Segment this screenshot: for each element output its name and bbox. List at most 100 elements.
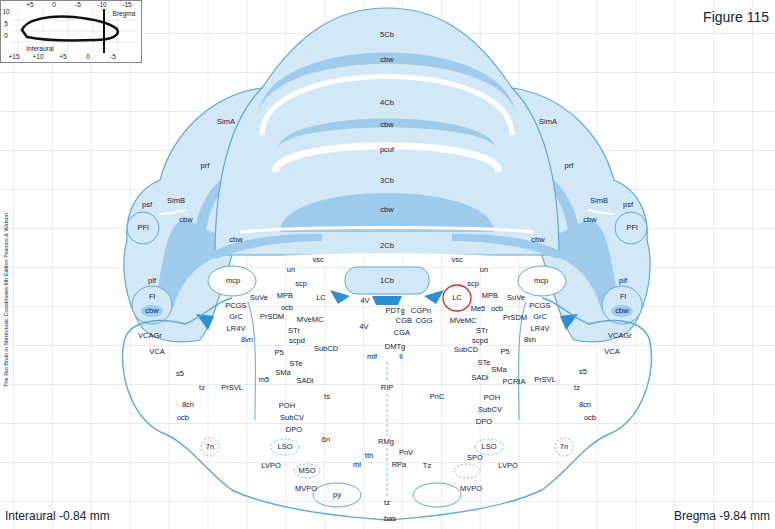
region-label: tz <box>574 384 580 392</box>
region-label: VCAGr <box>608 332 632 340</box>
region-label: cbw <box>145 307 158 315</box>
region-label: vsc <box>451 256 462 264</box>
inset-axis-label: 10 <box>2 9 9 16</box>
region-label: ocb <box>177 414 189 422</box>
region-label: CGG <box>415 317 432 325</box>
inset-axis-label: -15 <box>122 2 131 9</box>
region-label: GrC <box>229 313 243 321</box>
region-label: tz <box>199 384 205 392</box>
region-label: LSO <box>481 443 496 451</box>
highlight-circle: LC <box>442 284 472 312</box>
region-label: MVeMC <box>450 317 477 325</box>
region-label: psf <box>142 201 152 209</box>
region-label: scp <box>295 280 307 288</box>
region-label: 8cn <box>579 401 591 409</box>
region-label: cbw <box>531 236 544 244</box>
region-label: 8vn <box>241 336 253 344</box>
region-label: Me5 <box>471 305 486 313</box>
region-label: 7n <box>206 443 214 451</box>
region-label: CGA <box>394 329 410 337</box>
region-label: STr <box>476 327 488 335</box>
inset-axis-label: -5 <box>75 2 81 9</box>
inset-axis-label: +15 <box>8 54 19 61</box>
cerebellar-hemispheres <box>124 88 650 342</box>
region-label: Tz <box>423 462 431 470</box>
region-label: 3Cb <box>380 177 394 185</box>
region-label: SubCD <box>454 346 478 354</box>
region-label: MVPO <box>295 485 317 493</box>
inset-axis-label: 0 <box>4 33 8 40</box>
region-label: ocb <box>584 414 596 422</box>
watermark: The Rat Brain in Stereotaxic Coordinates… <box>4 213 10 387</box>
region-label: PFl <box>137 224 148 232</box>
inset-axis-label: Interaural <box>26 46 53 53</box>
vermis <box>212 8 562 294</box>
region-label: 2Cb <box>380 242 394 250</box>
region-label: DMTg <box>385 343 405 351</box>
region-label: SimB <box>590 197 608 205</box>
region-label: LVPO <box>261 462 280 470</box>
region-label: SubCV <box>478 406 502 414</box>
region-label: bas <box>384 515 396 523</box>
region-label: py <box>333 491 341 499</box>
region-label: MPB <box>482 292 498 300</box>
region-label: P5 <box>500 348 509 356</box>
brainstem <box>123 296 652 520</box>
region-label: prf <box>201 162 210 170</box>
coordinate-label: Interaural -0.84 mm <box>5 510 110 522</box>
region-label: cbw <box>179 216 192 224</box>
region-label: MSO <box>298 467 315 475</box>
region-label: Fl <box>149 293 155 301</box>
inset-axis-label: 5 <box>4 21 8 28</box>
region-label: LC <box>442 284 472 302</box>
region-label: PFl <box>626 224 637 232</box>
region-label: ocb <box>491 305 503 313</box>
region-label: 7n <box>560 443 568 451</box>
region-label: SADi <box>471 374 488 382</box>
region-label: Fl <box>620 293 626 301</box>
region-label: MPB <box>277 292 293 300</box>
region-label: SuVe <box>250 294 268 302</box>
region-label: plf <box>148 277 156 285</box>
region-label: ll <box>399 353 402 361</box>
region-label: STr <box>288 327 300 335</box>
region-label: s5 <box>176 370 184 378</box>
inset-axis-label: -5 <box>110 54 116 61</box>
region-label: SimB <box>167 197 185 205</box>
region-label: DPO <box>476 418 492 426</box>
region-label: PrSDM <box>503 314 527 322</box>
inset-axis-label: -10 <box>97 2 106 9</box>
region-label: STe <box>290 360 303 368</box>
region-label: un <box>480 266 488 274</box>
region-label: STe <box>478 359 491 367</box>
region-label: DPO <box>286 426 302 434</box>
region-label: scp <box>467 280 479 288</box>
inset-axis-label: 0 <box>86 54 90 61</box>
region-label: PCGS <box>225 302 246 310</box>
region-label: SMa <box>491 366 506 374</box>
region-label: mlf <box>367 353 377 361</box>
region-label: RPa <box>392 461 407 469</box>
region-label: POH <box>279 402 295 410</box>
region-label: PnC <box>430 393 445 401</box>
region-label: plf <box>619 277 627 285</box>
region-label: SuVe <box>507 294 525 302</box>
region-label: GrC <box>533 313 547 321</box>
region-label: VCAGr <box>138 332 162 340</box>
region-label: 6n <box>322 436 330 444</box>
region-label: 8cn <box>182 401 194 409</box>
region-label: RIP <box>381 384 394 392</box>
region-label: cbw <box>380 121 393 129</box>
region-label: RMg <box>378 438 394 446</box>
region-label: tz <box>384 499 390 507</box>
region-label: LC <box>316 294 326 302</box>
region-label: prf <box>565 162 574 170</box>
region-label: PnV <box>399 449 413 457</box>
figure-title: Figure 115 <box>703 10 769 24</box>
region-label: 4V <box>360 297 369 305</box>
region-label: SMa <box>275 369 290 377</box>
inset-axis-label: Bregma <box>113 11 136 18</box>
region-label: ts <box>324 393 330 401</box>
